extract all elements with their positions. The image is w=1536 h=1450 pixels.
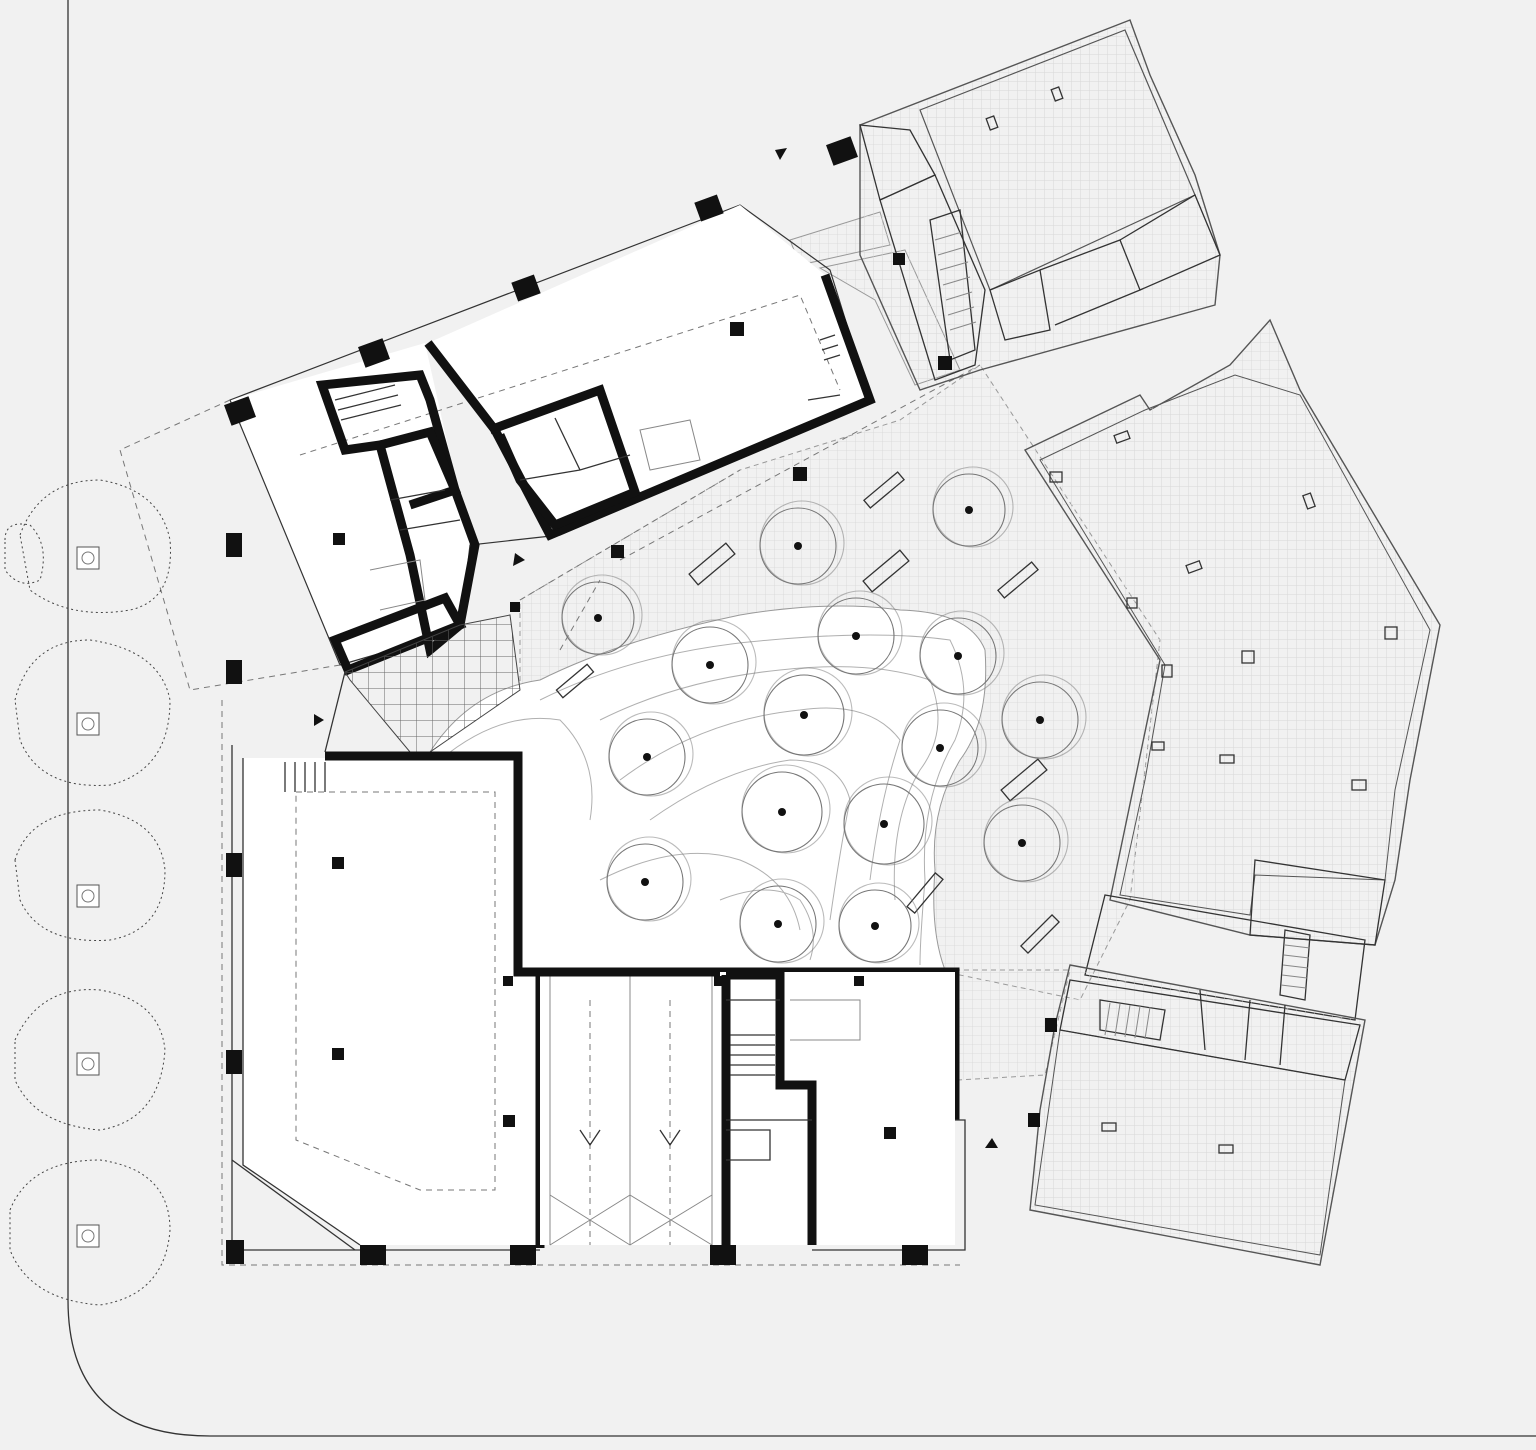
street-tree bbox=[9, 1159, 171, 1306]
street-tree bbox=[14, 989, 166, 1131]
north-west-building bbox=[119, 204, 876, 691]
column bbox=[511, 274, 541, 302]
column bbox=[503, 1115, 515, 1127]
tree bbox=[817, 590, 903, 676]
column bbox=[503, 976, 513, 986]
contour-line bbox=[719, 889, 814, 961]
column bbox=[826, 136, 858, 166]
column bbox=[884, 1127, 896, 1139]
tree bbox=[671, 619, 757, 705]
street-tree bbox=[19, 479, 171, 613]
column bbox=[710, 1245, 736, 1265]
bench bbox=[1019, 913, 1061, 955]
structural-columns bbox=[224, 136, 1057, 1265]
column bbox=[226, 1050, 242, 1074]
bench bbox=[863, 471, 905, 509]
column bbox=[1028, 1113, 1040, 1127]
contour-line bbox=[599, 666, 939, 901]
tree bbox=[608, 711, 694, 797]
street-tree bbox=[4, 523, 44, 584]
grating-outline bbox=[324, 671, 346, 753]
north-east-existing-building bbox=[859, 19, 1221, 391]
column bbox=[730, 322, 744, 336]
planting-edge bbox=[519, 364, 981, 651]
column bbox=[938, 356, 952, 370]
column bbox=[333, 533, 345, 545]
entrance-markers bbox=[314, 148, 998, 1148]
bench bbox=[688, 542, 736, 586]
contour-line bbox=[619, 707, 901, 881]
tree bbox=[606, 836, 692, 922]
column bbox=[358, 338, 390, 368]
bench bbox=[1000, 758, 1048, 802]
tree bbox=[901, 702, 987, 788]
column bbox=[224, 396, 256, 426]
contour-line bbox=[649, 759, 851, 921]
column bbox=[226, 660, 242, 684]
benches bbox=[555, 471, 1061, 955]
entrance-arrow bbox=[513, 553, 525, 566]
entrance-arrow bbox=[775, 148, 787, 160]
column bbox=[714, 976, 724, 986]
column bbox=[332, 1048, 344, 1060]
tree bbox=[739, 878, 825, 964]
contour-line bbox=[599, 852, 801, 931]
tree bbox=[919, 610, 1005, 696]
tree bbox=[763, 667, 853, 757]
column bbox=[902, 1245, 928, 1265]
entrance-arrow bbox=[314, 714, 324, 726]
column bbox=[893, 253, 905, 265]
tree bbox=[843, 776, 933, 866]
tree bbox=[1001, 674, 1087, 760]
site-boundary-line bbox=[67, 0, 1536, 1437]
tree bbox=[983, 797, 1069, 883]
contour-line bbox=[439, 717, 593, 821]
courtyard-trees bbox=[561, 466, 1087, 964]
street-tree bbox=[14, 809, 166, 941]
grating-area bbox=[344, 614, 521, 753]
column bbox=[611, 545, 624, 558]
column bbox=[854, 976, 864, 986]
bench bbox=[997, 561, 1039, 599]
bench bbox=[862, 549, 910, 593]
existing-building-fixtures bbox=[985, 86, 1398, 1154]
central-garden bbox=[429, 605, 987, 971]
column bbox=[226, 853, 242, 877]
column bbox=[1045, 1018, 1057, 1032]
column bbox=[793, 467, 807, 481]
south-bays bbox=[540, 967, 960, 1246]
entrance-arrow bbox=[985, 1138, 998, 1148]
column bbox=[360, 1245, 386, 1265]
bench bbox=[555, 663, 595, 699]
tree bbox=[838, 882, 920, 964]
street-tree bbox=[14, 639, 171, 786]
south-east-existing-building bbox=[1029, 964, 1366, 1266]
tree bbox=[932, 466, 1014, 548]
column bbox=[510, 602, 520, 612]
street-trees bbox=[4, 479, 171, 1306]
tree bbox=[741, 764, 831, 854]
column bbox=[510, 1245, 536, 1265]
column bbox=[226, 1240, 244, 1264]
column bbox=[694, 194, 724, 222]
column bbox=[332, 857, 344, 869]
west-building bbox=[221, 700, 960, 1266]
tree bbox=[759, 500, 845, 586]
south-core bbox=[720, 970, 966, 1251]
bench bbox=[906, 872, 944, 914]
column bbox=[226, 533, 242, 557]
tree bbox=[561, 574, 643, 656]
